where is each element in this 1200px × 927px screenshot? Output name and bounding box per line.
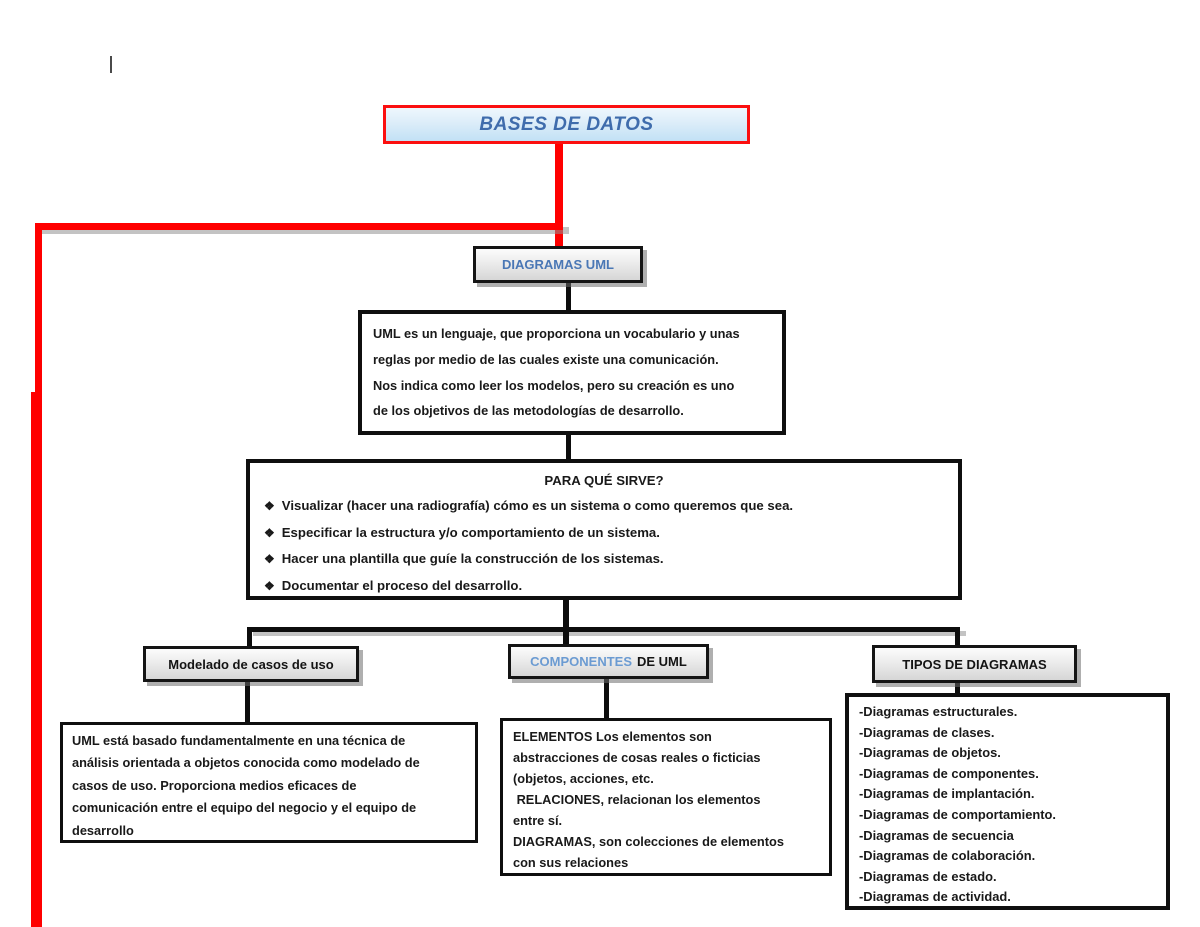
node-componentes-label-rest: DE UML bbox=[637, 654, 687, 669]
node-tipos-de-diagramas: TIPOS DE DIAGRAMAS bbox=[872, 645, 1077, 683]
purpose-box: PARA QUÉ SIRVE? ❖ Visualizar (hacer una r… bbox=[246, 459, 962, 600]
use-cases-description-text: UML está basado fundamentalmente en una … bbox=[72, 733, 420, 838]
list-item: -Diagramas de colaboración. bbox=[859, 848, 1036, 864]
node-modelado-label: Modelado de casos de uso bbox=[168, 656, 334, 672]
components-description-text: ELEMENTOS Los elementos son abstraccione… bbox=[513, 729, 784, 870]
purpose-title: PARA QUÉ SIRVE? bbox=[544, 473, 664, 488]
node-componentes-label-accent: COMPONENTES bbox=[530, 654, 632, 669]
connector-red-root-to-uml bbox=[555, 142, 563, 246]
connector-drop-types bbox=[955, 627, 960, 646]
connector-branch-horizontal bbox=[247, 627, 960, 632]
list-item: -Diagramas de estado. bbox=[859, 868, 997, 884]
node-tipos-label: TIPOS DE DIAGRAMAS bbox=[902, 656, 1047, 672]
node-diagramas-uml-label: DIAGRAMAS UML bbox=[502, 257, 614, 272]
text-cursor bbox=[110, 56, 112, 73]
purpose-item: ❖ Visualizar (hacer una radiografía) cómo… bbox=[264, 493, 944, 520]
diamond-bullet-icon: ❖ bbox=[264, 552, 275, 566]
connector-red-left-vertical-lower bbox=[31, 392, 42, 927]
purpose-item-text: Especificar la estructura y/o comportami… bbox=[281, 524, 660, 540]
uml-description-text: UML es un lenguaje, que proporciona un v… bbox=[373, 326, 740, 419]
list-item: -Diagramas de actividad. bbox=[859, 889, 1011, 905]
connector-red-left-vertical-upper bbox=[35, 223, 42, 393]
connector-uml-to-description bbox=[566, 283, 571, 311]
purpose-item-text: Visualizar (hacer una radiografía) cómo … bbox=[281, 498, 794, 513]
connector-red-horizontal bbox=[36, 223, 563, 230]
purpose-item: ❖ Documentar el proceso del desarrollo. bbox=[264, 573, 944, 600]
node-modelado-casos-de-uso: Modelado de casos de uso bbox=[143, 646, 359, 682]
diamond-bullet-icon: ❖ bbox=[264, 525, 275, 540]
root-node-bases-de-datos: BASES DE DATOS bbox=[383, 105, 750, 144]
root-node-label: BASES DE DATOS bbox=[479, 113, 654, 135]
purpose-list: ❖ Visualizar (hacer una radiografía) cómo… bbox=[264, 493, 944, 599]
connector-components-to-body bbox=[604, 677, 609, 718]
diamond-bullet-icon: ❖ bbox=[264, 578, 275, 593]
list-item: -Diagramas de objetos. bbox=[859, 745, 1001, 761]
list-item: -Diagramas de clases. bbox=[859, 724, 995, 740]
list-item: -Diagramas de comportamiento. bbox=[859, 806, 1056, 822]
list-item: -Diagramas estructurales. bbox=[859, 704, 1018, 719]
uml-description-box: UML es un lenguaje, que proporciona un v… bbox=[358, 310, 786, 435]
purpose-item-text: Documentar el proceso del desarrollo. bbox=[281, 577, 523, 593]
list-item: -Diagramas de secuencia bbox=[859, 827, 1014, 843]
purpose-item: ❖ Hacer una plantilla que guíe la constru… bbox=[264, 546, 944, 573]
connector-description-to-purpose bbox=[566, 434, 571, 460]
diagram-types-box: -Diagramas estructurales. -Diagramas de … bbox=[845, 693, 1170, 910]
node-diagramas-uml: DIAGRAMAS UML bbox=[473, 246, 643, 283]
components-description-box: ELEMENTOS Los elementos son abstraccione… bbox=[500, 718, 832, 876]
list-item: -Diagramas de implantación. bbox=[859, 786, 1035, 802]
purpose-item: ❖ Especificar la estructura y/o comportam… bbox=[264, 520, 944, 547]
connector-drop-usecases bbox=[247, 627, 252, 647]
connector-types-to-body bbox=[955, 682, 960, 694]
node-componentes-de-uml: COMPONENTES DE UML bbox=[508, 644, 709, 679]
diamond-bullet-icon: ❖ bbox=[264, 499, 275, 513]
connector-purpose-to-branchline bbox=[563, 598, 569, 628]
use-cases-description-box: UML está basado fundamentalmente en una … bbox=[60, 722, 478, 843]
purpose-item-text: Hacer una plantilla que guíe la construc… bbox=[281, 551, 664, 566]
list-item: -Diagramas de componentes. bbox=[859, 765, 1039, 781]
connector-drop-components bbox=[563, 628, 569, 645]
connector-usecases-to-body bbox=[245, 680, 250, 722]
